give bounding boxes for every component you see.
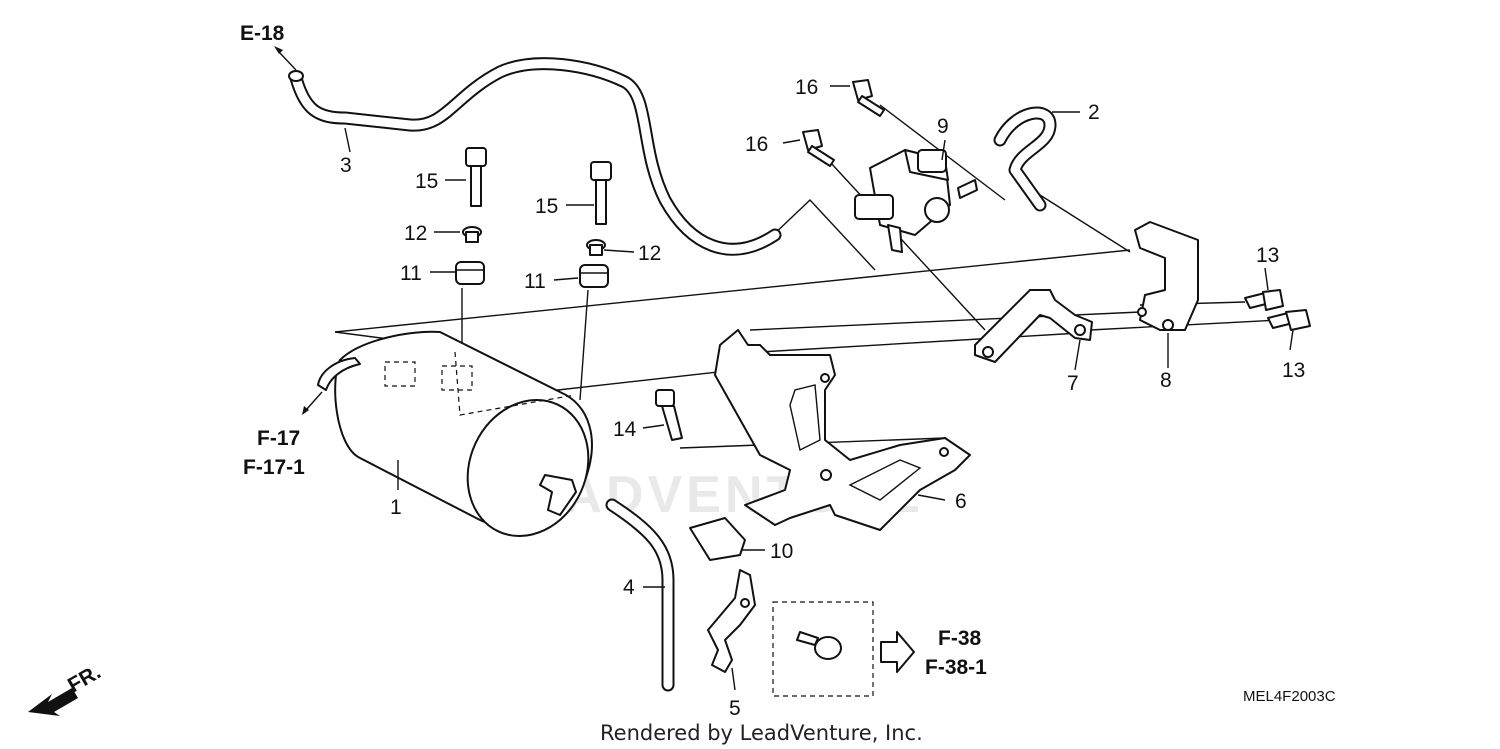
callout-16-top: 16 bbox=[795, 76, 818, 99]
part-13-bolts bbox=[1244, 289, 1311, 331]
ref-f17[interactable]: F-17 bbox=[257, 427, 300, 450]
callout-15-right: 15 bbox=[535, 195, 558, 218]
part-5-clip bbox=[707, 569, 756, 673]
part-14-bolt bbox=[655, 389, 683, 441]
screw-reference bbox=[772, 601, 874, 697]
callout-3: 3 bbox=[340, 154, 352, 177]
callout-5: 5 bbox=[729, 697, 741, 720]
callout-12-right: 12 bbox=[638, 242, 661, 265]
ref-f38[interactable]: F-38 bbox=[938, 627, 982, 650]
mount-stack-left bbox=[455, 147, 487, 285]
callout-14: 14 bbox=[613, 418, 637, 441]
callout-11-left: 11 bbox=[400, 262, 422, 285]
callout-1: 1 bbox=[390, 496, 402, 519]
callout-13-bottom: 13 bbox=[1282, 359, 1305, 382]
ref-f38-1[interactable]: F-38-1 bbox=[925, 656, 987, 679]
ref-f17-1[interactable]: F-17-1 bbox=[243, 456, 305, 479]
callout-8: 8 bbox=[1160, 369, 1172, 392]
callout-16-bottom: 16 bbox=[745, 133, 768, 156]
leader-lines bbox=[344, 85, 1294, 691]
callout-13-top: 13 bbox=[1256, 244, 1279, 267]
callout-11-right: 11 bbox=[524, 270, 546, 293]
part-16-bolts bbox=[802, 79, 885, 167]
part-8-bracket bbox=[1134, 221, 1199, 331]
part-9-solenoid-valve bbox=[854, 149, 978, 253]
part-7-bracket bbox=[974, 289, 1093, 363]
callout-2: 2 bbox=[1088, 101, 1100, 124]
part-3-hose bbox=[288, 57, 782, 256]
callout-12-left: 12 bbox=[404, 222, 427, 245]
part-6-bracket bbox=[714, 329, 971, 531]
part-4-hose bbox=[605, 498, 675, 692]
callout-numbers: 1 2 3 4 5 6 7 8 9 10 11 11 12 12 13 13 1… bbox=[340, 76, 1305, 720]
diagram-code: MEL4F2003C bbox=[1243, 688, 1336, 705]
callout-4: 4 bbox=[623, 576, 635, 599]
callout-10: 10 bbox=[770, 540, 793, 563]
section-references: E-18 F-17 F-17-1 F-38 F-38-1 bbox=[240, 22, 987, 679]
reference-arrows bbox=[274, 46, 915, 673]
mount-stack-right bbox=[579, 161, 612, 288]
ref-e18[interactable]: E-18 bbox=[240, 22, 285, 45]
credit-line: Rendered by LeadVenture, Inc. bbox=[600, 721, 923, 745]
front-direction-indicator: FR. bbox=[28, 660, 105, 716]
part-10-pad bbox=[689, 517, 746, 561]
part-1-canister bbox=[317, 330, 593, 538]
callout-6: 6 bbox=[955, 490, 967, 513]
callout-15-left: 15 bbox=[415, 170, 438, 193]
callout-9: 9 bbox=[937, 115, 949, 138]
callout-7: 7 bbox=[1067, 372, 1079, 395]
part-2-hose bbox=[993, 106, 1057, 212]
